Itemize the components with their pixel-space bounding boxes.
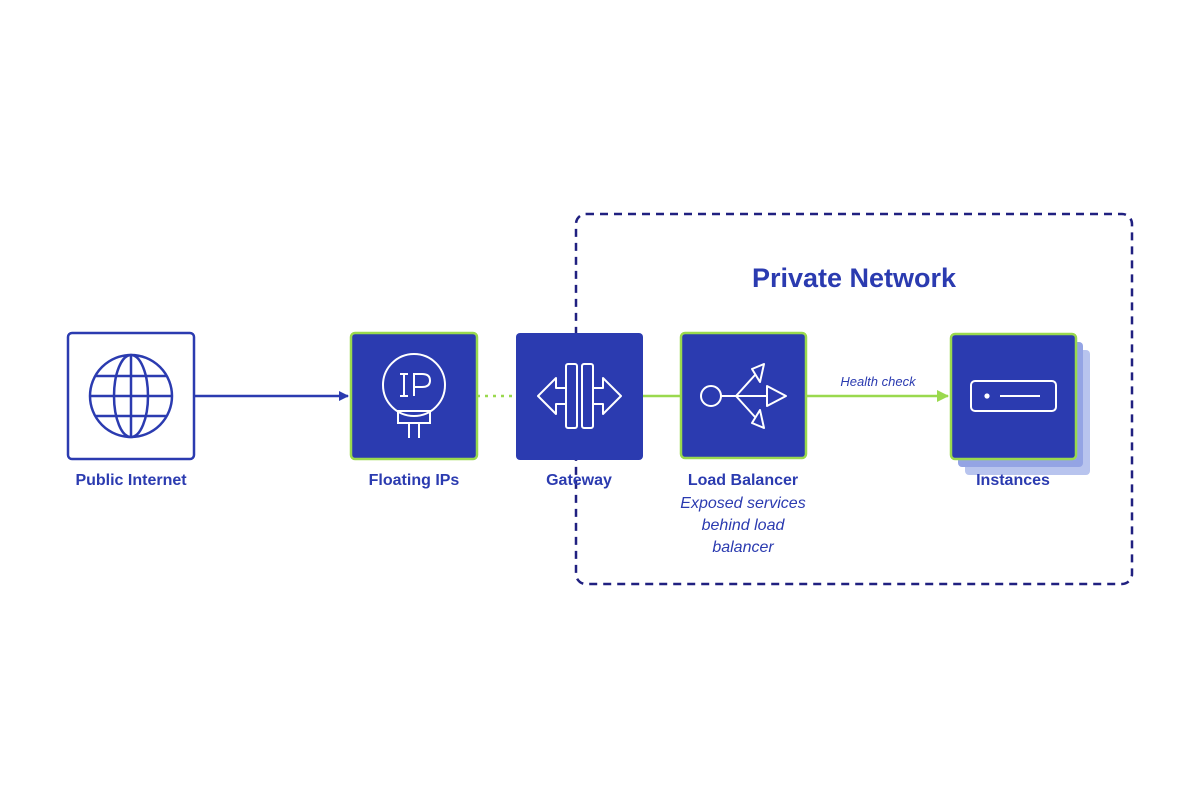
public-internet-node	[66, 331, 196, 461]
load-balancer-description-line: Exposed services	[680, 495, 806, 512]
instances-node	[949, 332, 1090, 475]
server-icon	[970, 380, 1057, 412]
globe-icon	[88, 353, 174, 439]
floating-ips-label: Floating IPs	[368, 472, 460, 489]
gateway-node	[516, 333, 643, 460]
load-balancer-label: Load Balancer	[687, 472, 799, 489]
health-check-label: Health check	[840, 374, 916, 389]
load-balancer-icon	[700, 363, 787, 429]
public-internet-label: Public Internet	[75, 472, 187, 489]
floating-ips-node	[349, 331, 479, 461]
gateway-label: Gateway	[546, 472, 612, 489]
instances-label: Instances	[976, 472, 1050, 489]
load-balancer-description-line: behind load	[701, 517, 785, 534]
load-balancer-node	[679, 331, 808, 460]
private-network-title: Private Network	[751, 263, 957, 293]
load-balancer-description-line: balancer	[712, 539, 774, 556]
router-arrows-icon	[537, 363, 622, 429]
ip-bulb-icon	[382, 353, 446, 438]
load-balancer-description: Exposed services behind load balancer	[668, 493, 818, 559]
